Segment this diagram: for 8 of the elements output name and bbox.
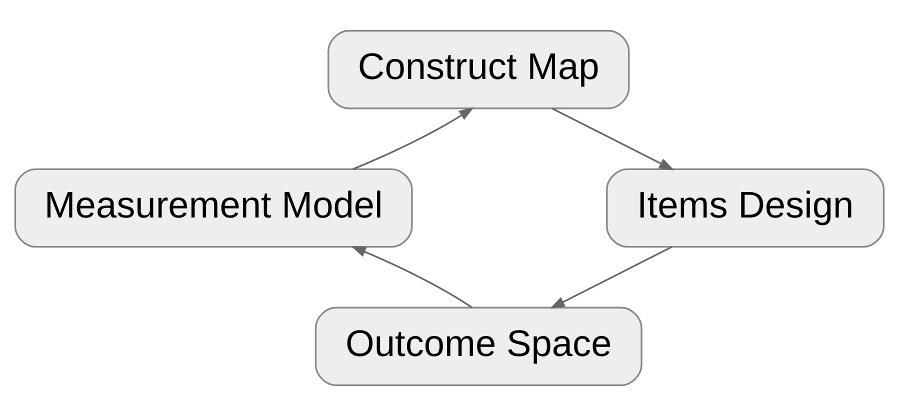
arrow [552,107,674,170]
node-box: Items Design [606,168,885,248]
arrow [350,245,473,308]
node-box: Measurement Model [14,168,413,248]
node-box: Construct Map [328,29,630,109]
node-box: Outcome Space [314,306,642,386]
arrow [352,106,474,170]
arrow [550,246,672,308]
